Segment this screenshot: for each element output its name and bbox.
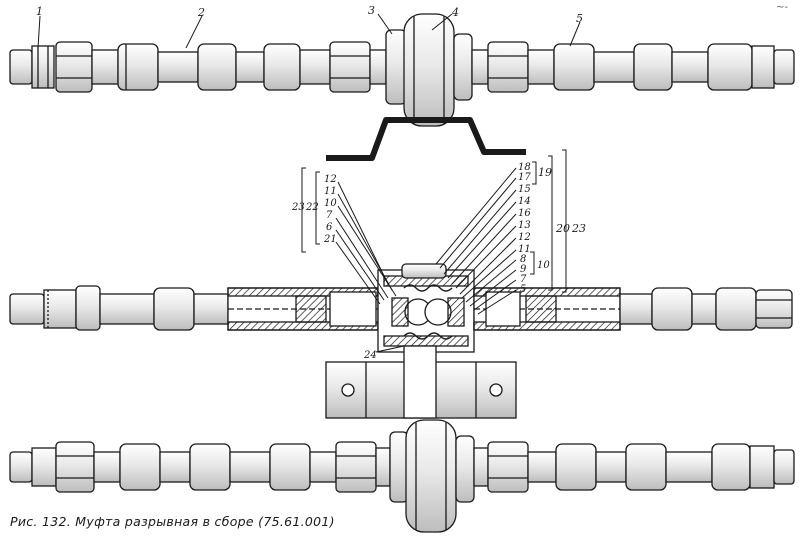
- callout-right-11: 11: [518, 244, 531, 255]
- callout-left-6: 6: [326, 222, 333, 233]
- callout-right-19: 19: [538, 166, 552, 179]
- callouts-top: [37, 13, 581, 49]
- callout-left-10: 10: [324, 198, 337, 209]
- callout-2: 2: [197, 6, 205, 19]
- corner-mark: ~-: [776, 2, 788, 13]
- callout-left-23: 23: [291, 202, 305, 213]
- callout-left-21: 21: [323, 234, 337, 245]
- callout-24: 24: [363, 350, 377, 361]
- callout-right-13: 13: [518, 220, 531, 231]
- callout-right-10: 10: [537, 260, 550, 271]
- callout-right-17: 17: [518, 172, 531, 183]
- callout-right-16: 16: [518, 208, 531, 219]
- hose-assembly-section: [9, 263, 793, 353]
- callout-5: 5: [576, 12, 583, 25]
- callout-right-20: 20: [555, 222, 570, 235]
- callouts-left-brackets: [301, 167, 397, 305]
- callout-24-leader: [375, 345, 405, 353]
- hose-assembly-top: [9, 13, 795, 127]
- callout-right-8: 8: [520, 254, 526, 265]
- callout-right-23: 23: [571, 222, 586, 235]
- callout-left-12: 12: [324, 174, 337, 185]
- mounting-bracket-top: [326, 117, 526, 161]
- callout-right-5: 5: [520, 284, 526, 295]
- callouts-right-leaders: [435, 149, 567, 315]
- callout-1: 1: [36, 5, 43, 18]
- callout-4: 4: [451, 6, 459, 19]
- callout-3: 3: [368, 4, 375, 17]
- callout-right-7: 7: [520, 274, 527, 285]
- callout-right-9: 9: [520, 264, 527, 275]
- callout-right-15: 15: [518, 184, 531, 195]
- callout-right-12: 12: [518, 232, 531, 243]
- hose-assembly-bottom: [9, 419, 795, 533]
- callout-right-18: 18: [518, 162, 531, 173]
- callout-left-11: 11: [324, 186, 337, 197]
- callout-left-7: 7: [326, 210, 333, 221]
- callout-right-14: 14: [518, 196, 531, 207]
- callout-left-22: 22: [305, 202, 319, 213]
- mounting-bracket-middle: [325, 345, 517, 419]
- figure-caption: Рис. 132. Муфта разрывная в сборе (75.61…: [10, 514, 335, 529]
